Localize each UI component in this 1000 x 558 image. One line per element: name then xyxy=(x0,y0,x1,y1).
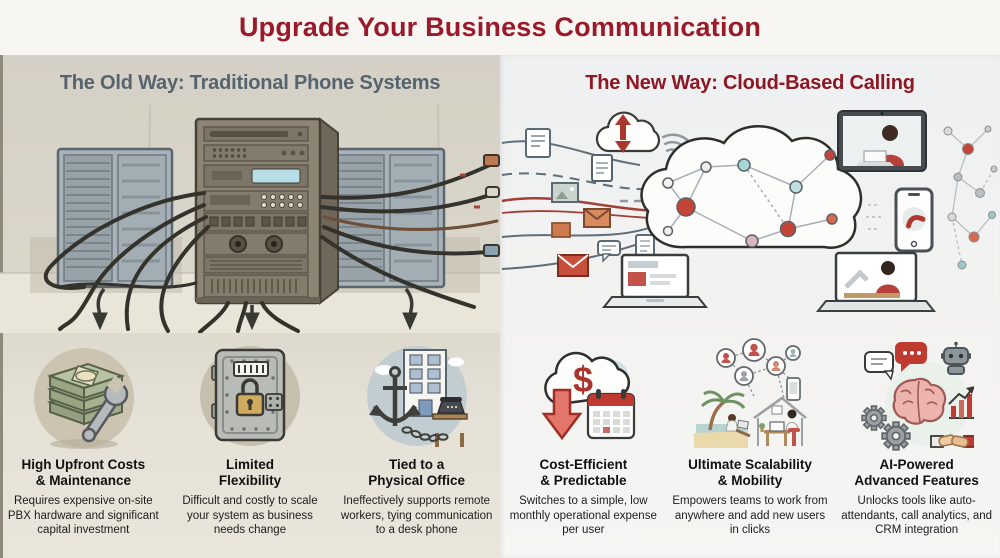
old-way-heading: The Old Way: Traditional Phone Systems xyxy=(59,72,441,94)
feature-description: Requires expensive on-site PBX hardware … xyxy=(7,495,159,537)
pbx-cabinet xyxy=(194,116,339,306)
locked-safe-icon xyxy=(192,333,307,453)
remote-team-network-icon xyxy=(692,333,808,453)
document-icon xyxy=(525,128,551,158)
feature-high-upfront-costs: High Upfront Costs & Maintenance Require… xyxy=(1,333,165,558)
laptop-icon xyxy=(601,253,709,308)
server-rack-left xyxy=(56,147,174,289)
cable-connector-blue xyxy=(483,244,500,257)
network-graph xyxy=(943,125,998,270)
image-icon xyxy=(551,182,579,203)
feature-tied-to-office: Tied to a Physical Office Ineffectively … xyxy=(335,333,499,558)
feature-title: High Upfront Costs & Maintenance xyxy=(21,457,146,489)
smartphone-call-icon xyxy=(894,187,934,253)
feature-description: Switches to a simple, low monthly operat… xyxy=(509,495,657,537)
title-band: Upgrade Your Business Communication xyxy=(0,0,1000,55)
page-title: Upgrade Your Business Communication xyxy=(238,12,762,42)
feature-description: Difficult and costly to scale your syste… xyxy=(182,495,318,537)
new-way-features: $ xyxy=(500,333,1000,558)
cloud-sync-icon xyxy=(595,111,661,153)
old-way-features: High Upfront Costs & Maintenance Require… xyxy=(0,333,500,558)
svg-text:$: $ xyxy=(573,359,593,400)
envelope-icon xyxy=(583,208,611,228)
cloud-dollar-calendar-icon: $ xyxy=(526,333,641,453)
chat-bubble-icon xyxy=(597,240,621,263)
gear xyxy=(861,405,887,431)
bar-chart-icon xyxy=(948,386,975,419)
message-square-icon xyxy=(551,222,571,238)
document-icon xyxy=(635,234,655,260)
chat-bubbles xyxy=(864,342,928,381)
server-rack-right xyxy=(328,147,446,289)
feature-scalability-mobility: Ultimate Scalability & Mobility Empowers… xyxy=(668,333,832,558)
feature-title: Limited Flexibility xyxy=(218,457,282,489)
ai-tools-icon xyxy=(859,333,975,453)
feature-cost-efficient: $ xyxy=(501,333,665,558)
feature-description: Empowers teams to work from anywhere and… xyxy=(672,495,828,537)
feature-title: Tied to a Physical Office xyxy=(368,457,466,489)
new-way-heading: The New Way: Cloud-Based Calling xyxy=(585,72,915,94)
cables xyxy=(43,161,499,334)
envelope-icon xyxy=(557,254,589,277)
phone-mini xyxy=(786,377,802,401)
feature-description: Unlocks tools like auto-attendants, call… xyxy=(841,495,993,537)
feature-title: Ultimate Scalability & Mobility xyxy=(688,457,812,489)
feature-title: Cost-Efficient & Predictable xyxy=(539,457,628,489)
down-arrows xyxy=(92,287,418,331)
feature-ai-powered: AI-Powered Advanced Features Unlocks too… xyxy=(835,333,999,558)
old-way-panel: The Old Way: Traditional Phone Systems xyxy=(0,55,500,558)
cloud-network xyxy=(640,125,863,249)
cash-stack-wrench-icon xyxy=(26,333,141,453)
handshake-icon xyxy=(930,434,975,448)
feature-limited-flexibility: Limited Flexibility Difficult and costly… xyxy=(168,333,332,558)
remote-worker-laptop-icon xyxy=(815,251,937,312)
feature-title: AI-Powered Advanced Features xyxy=(854,457,979,489)
new-way-illustration xyxy=(500,105,1000,333)
video-call-tablet-icon xyxy=(837,110,927,172)
feature-description: Ineffectively supports remote workers, t… xyxy=(340,495,493,537)
cable-connector-gray xyxy=(485,186,500,198)
old-way-illustration xyxy=(0,104,500,334)
robot-icon xyxy=(941,341,972,375)
cable-connector-orange xyxy=(483,154,500,167)
document-icon xyxy=(591,154,613,182)
brain xyxy=(892,377,947,425)
gear xyxy=(881,421,911,451)
new-way-panel: The New Way: Cloud-Based Calling xyxy=(500,55,1000,558)
anchor-desk-phone-icon xyxy=(359,333,474,453)
